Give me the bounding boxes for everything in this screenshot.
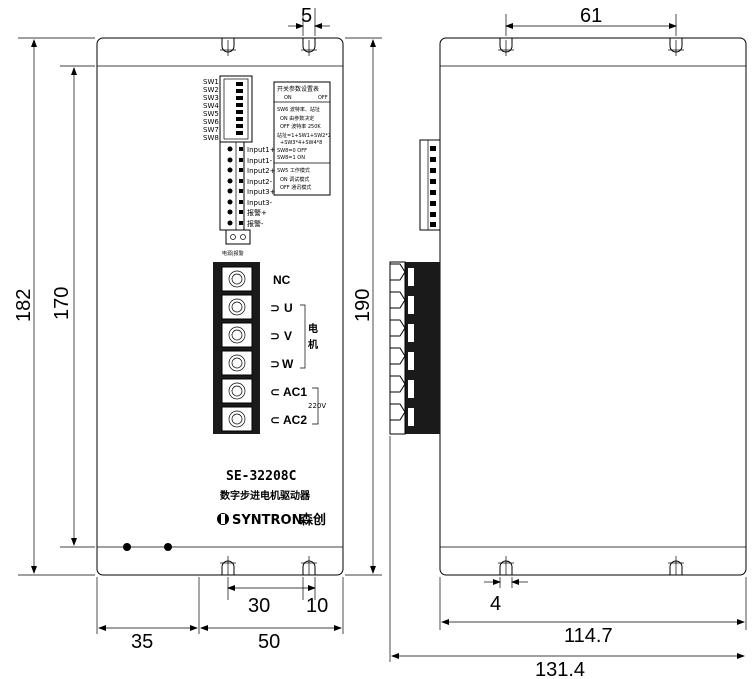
param-row: OFF 波特率 250K (280, 123, 321, 130)
param-table-title: 开关参数设置表 (277, 85, 319, 93)
terminal-arrow-w: ⊃ (270, 357, 280, 371)
dim-depth-inner: 114.7 (564, 625, 613, 647)
dip-label: SW2 (203, 86, 219, 94)
product-name: 数字步进电机驱动器 (220, 489, 311, 502)
terminal-label-ac1: AC1 (283, 385, 307, 399)
io-label: Input2- (247, 178, 273, 186)
brand-logo: SYNTRON 森创 (217, 512, 326, 528)
power-alarm-label: 电源|报警 (222, 250, 244, 257)
terminal-label-nc: NC (273, 273, 291, 287)
io-label: Input3+ (247, 188, 276, 196)
terminal-arrow-ac2: ⊂ (270, 413, 280, 427)
terminal-arrow-ac1: ⊂ (270, 385, 280, 399)
dim-bottom-30: 30 (248, 595, 270, 617)
param-row: 站址=1+SW1+SW2*2 (277, 132, 331, 139)
dim-bottom-35: 35 (131, 631, 153, 653)
io-labels: Input1+ Input1- Input2+ Input2- Input3+ … (247, 146, 276, 228)
param-row: OFF 通讯模式 (280, 184, 311, 191)
brand-latin: SYNTRON (232, 513, 302, 528)
dim-top-slot: 5 (301, 5, 312, 27)
terminal-label-ac2: AC2 (283, 413, 307, 427)
dip-label: SW8 (203, 134, 219, 142)
led-alarm (164, 543, 172, 551)
dip-label: SW6 (203, 118, 219, 126)
side-view (389, 37, 747, 576)
front-outline (96, 37, 344, 576)
power-alarm-connector: 电源|报警 (222, 229, 251, 257)
motor-label-2: 机 (308, 338, 318, 351)
brand-cn: 森创 (300, 512, 326, 528)
front-view: SW1 SW2 SW3 SW4 SW5 SW6 SW7 SW8 开关参数设置表 … (96, 37, 344, 576)
io-label: Input1- (247, 157, 273, 165)
io-label: Input1+ (247, 146, 276, 154)
param-row: ON 调试模式 (280, 176, 309, 183)
side-terminal-block (389, 261, 440, 435)
dim-height-right: 190 (352, 289, 374, 322)
dip-label: SW5 (203, 110, 219, 118)
dim-top-right-width: 61 (580, 5, 602, 27)
dim-bottom-50: 50 (258, 631, 280, 653)
param-row: SW5 工作模式 (277, 167, 310, 174)
terminal-label-w: W (282, 357, 294, 371)
terminal-label-u: U (284, 301, 293, 315)
voltage-label: 220V (308, 402, 326, 410)
io-label: 报警- (247, 219, 264, 228)
side-io-connector (419, 139, 441, 231)
param-row: ON 由参数决定 (280, 115, 314, 122)
dip-label: SW7 (203, 126, 219, 134)
param-off-label: OFF (318, 95, 328, 101)
dim-bottom-10: 10 (306, 595, 328, 617)
param-row: +SW3*4+SW4*8 (280, 140, 322, 146)
model-number: SE-32208C (226, 469, 296, 484)
dim-right-slot: 4 (490, 593, 501, 615)
io-label: Input2+ (247, 167, 276, 175)
io-connector (219, 141, 245, 231)
terminal-arrow-v: ⊃ (270, 329, 280, 343)
dip-switch (219, 75, 253, 143)
terminal-block (213, 262, 260, 434)
dip-label: SW1 (203, 78, 219, 86)
dimension-lines: 5 61 182 170 190 30 10 35 5 (13, 5, 747, 679)
param-row: SW6 波特率、站址 (277, 106, 320, 113)
dim-height-outer: 182 (13, 289, 35, 322)
side-outline (439, 37, 747, 576)
dim-depth-outer: 131.4 (535, 659, 585, 679)
dip-label: SW3 (203, 94, 219, 102)
param-row: SW8=0 OFF (277, 148, 307, 154)
led-power (123, 543, 131, 551)
param-on-label: ON (284, 95, 292, 101)
io-label: Input3- (247, 199, 273, 207)
terminal-labels: NC ⊃ U ⊃ V ⊃ W ⊂ AC1 ⊂ AC2 电 机 220V (270, 273, 326, 427)
dip-labels: SW1 SW2 SW3 SW4 SW5 SW6 SW7 SW8 (203, 78, 219, 142)
motor-label-1: 电 (308, 322, 318, 335)
io-label: 报警+ (247, 208, 267, 217)
dim-height-inner: 170 (51, 287, 73, 320)
param-table: 开关参数设置表 ON OFF SW6 波特率、站址 ON 由参数决定 OFF 波… (273, 81, 331, 196)
dip-label: SW4 (203, 102, 219, 110)
terminal-label-v: V (284, 329, 292, 343)
param-row: SW8=1 ON (277, 155, 305, 161)
terminal-arrow-u: ⊃ (270, 301, 280, 315)
